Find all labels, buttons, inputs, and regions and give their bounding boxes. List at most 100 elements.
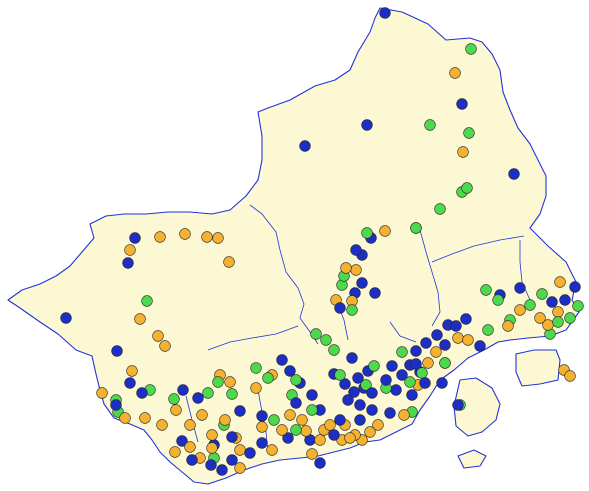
map-marker-o[interactable] [452,332,464,344]
map-marker-b[interactable] [410,358,422,370]
map-marker-o[interactable] [223,256,235,268]
map-marker-o[interactable] [152,330,164,342]
map-marker-b[interactable] [356,277,368,289]
map-marker-b[interactable] [366,404,378,416]
map-marker-o[interactable] [126,365,138,377]
map-marker-b[interactable] [379,7,391,19]
map-marker-o[interactable] [170,404,182,416]
map-marker-o[interactable] [296,414,308,426]
map-marker-o[interactable] [314,434,326,446]
map-marker-o[interactable] [179,228,191,240]
map-marker-b[interactable] [205,459,217,471]
region-island-2[interactable] [453,377,501,437]
map-marker-o[interactable] [379,225,391,237]
map-marker-g[interactable] [168,393,180,405]
map-marker-g[interactable] [492,294,504,306]
map-marker-b[interactable] [354,414,366,426]
map-marker-o[interactable] [119,412,131,424]
map-marker-o[interactable] [206,442,218,454]
map-marker-g[interactable] [226,388,238,400]
map-marker-b[interactable] [328,429,340,441]
region-island-1[interactable] [515,349,561,387]
map-marker-b[interactable] [390,384,402,396]
map-marker-b[interactable] [366,387,378,399]
map-marker-o[interactable] [196,409,208,421]
map-marker-b[interactable] [129,232,141,244]
map-marker-o[interactable] [564,370,576,382]
map-marker-g[interactable] [480,284,492,296]
map-marker-b[interactable] [346,352,358,364]
map-marker-g[interactable] [552,316,564,328]
map-marker-o[interactable] [156,419,168,431]
map-marker-o[interactable] [398,409,410,421]
map-marker-o[interactable] [154,231,166,243]
map-marker-b[interactable] [396,369,408,381]
map-marker-o[interactable] [266,444,278,456]
map-marker-b[interactable] [124,377,136,389]
map-marker-o[interactable] [96,387,108,399]
map-marker-o[interactable] [422,357,434,369]
map-marker-b[interactable] [284,365,296,377]
map-marker-b[interactable] [410,345,422,357]
map-marker-o[interactable] [350,264,362,276]
map-marker-b[interactable] [508,168,520,180]
map-marker-b[interactable] [380,374,392,386]
map-marker-o[interactable] [344,432,356,444]
map-marker-g[interactable] [306,404,318,416]
map-marker-g[interactable] [396,346,408,358]
map-marker-g[interactable] [212,376,224,388]
map-marker-b[interactable] [234,405,246,417]
map-marker-g[interactable] [328,344,340,356]
map-marker-o[interactable] [201,231,213,243]
map-marker-b[interactable] [136,387,148,399]
map-marker-o[interactable] [206,429,218,441]
map-marker-b[interactable] [386,360,398,372]
map-marker-b[interactable] [290,397,302,409]
map-marker-b[interactable] [460,313,472,325]
map-marker-o[interactable] [502,320,514,332]
map-marker-b[interactable] [339,378,351,390]
map-marker-b[interactable] [60,312,72,324]
map-marker-b[interactable] [216,464,228,476]
map-marker-b[interactable] [342,394,354,406]
map-marker-g[interactable] [346,304,358,316]
map-marker-b[interactable] [334,302,346,314]
map-marker-o[interactable] [224,376,236,388]
map-marker-b[interactable] [384,407,396,419]
map-marker-b[interactable] [559,294,571,306]
map-marker-g[interactable] [404,376,416,388]
map-marker-g[interactable] [572,300,584,312]
map-marker-g[interactable] [524,299,536,311]
map-marker-b[interactable] [569,281,581,293]
map-marker-b[interactable] [352,372,364,384]
map-marker-o[interactable] [449,67,461,79]
map-marker-o[interactable] [256,421,268,433]
map-marker-g[interactable] [361,227,373,239]
map-marker-b[interactable] [111,345,123,357]
map-marker-o[interactable] [212,232,224,244]
map-marker-b[interactable] [436,377,448,389]
map-marker-b[interactable] [256,437,268,449]
map-marker-o[interactable] [554,276,566,288]
map-marker-o[interactable] [234,462,246,474]
map-marker-o[interactable] [457,146,469,158]
map-marker-b[interactable] [276,354,288,366]
map-marker-b[interactable] [192,392,204,404]
map-marker-o[interactable] [276,424,288,436]
map-marker-o[interactable] [462,334,474,346]
map-marker-o[interactable] [184,441,196,453]
map-marker-g[interactable] [141,295,153,307]
map-marker-b[interactable] [176,435,188,447]
map-marker-g[interactable] [320,334,332,346]
map-marker-g[interactable] [250,362,262,374]
map-marker-b[interactable] [348,386,360,398]
map-marker-b[interactable] [244,447,256,459]
map-marker-b[interactable] [299,140,311,152]
map-marker-o[interactable] [184,419,196,431]
map-marker-o[interactable] [306,448,318,460]
map-marker-g[interactable] [202,387,214,399]
map-marker-g[interactable] [368,360,380,372]
map-marker-b[interactable] [406,389,418,401]
map-marker-g[interactable] [410,222,422,234]
